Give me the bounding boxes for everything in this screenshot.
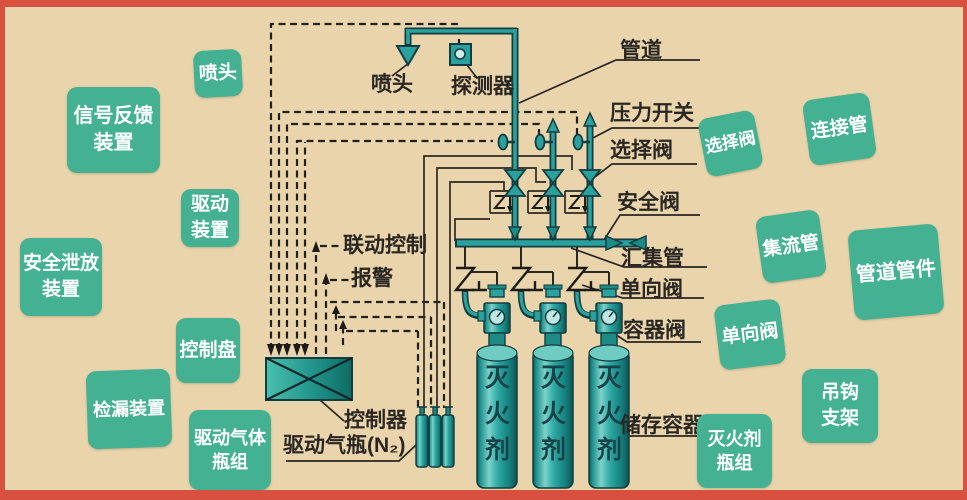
riser-safety-symbols xyxy=(492,195,586,209)
manifold-safety-valve-symbol xyxy=(605,234,624,252)
controller-label: 控制器 xyxy=(344,409,407,432)
manifold-label: 汇集管 xyxy=(621,247,684,270)
piping xyxy=(395,27,647,252)
box-connecting-pipe: 连接管 xyxy=(801,91,878,167)
detector-label: 探测器 xyxy=(451,75,514,98)
wiring-arrowheads xyxy=(267,241,347,356)
alarm-label: 报警 xyxy=(351,267,393,290)
linkage-control-label: 联动控制 xyxy=(343,234,427,257)
box-pipe-fittings: 管道管件 xyxy=(847,223,945,321)
drive-bottle-label: 驱动气瓶(N₂) xyxy=(283,434,406,457)
box-drive-device: 驱动 装置 xyxy=(181,189,239,247)
box-agent-group: 灭火剂 瓶组 xyxy=(697,414,772,488)
box-selector-valve: 选择阀 xyxy=(696,109,765,178)
box-signal-feedback: 信号反馈 装置 xyxy=(67,87,160,173)
check-valve-assemblies xyxy=(453,247,610,320)
selector-valve-label: 选择阀 xyxy=(610,139,673,162)
box-drive-gas-group: 驱动气体 瓶组 xyxy=(189,410,271,490)
box-nozzle: 喷头 xyxy=(192,48,244,99)
safety-valve-label: 安全阀 xyxy=(617,191,680,214)
pressure-switch-symbols xyxy=(497,133,590,151)
selector-valve-symbols xyxy=(503,169,602,197)
drive-gas-lines xyxy=(423,155,588,413)
agent-cylinders xyxy=(476,284,630,489)
box-leak-detector: 检漏装置 xyxy=(85,368,173,450)
check-valve-label: 单向阀 xyxy=(620,278,683,301)
agent-text-cylinder-3: 灭火剂 xyxy=(596,364,622,464)
agent-text-cylinder-2: 灭火剂 xyxy=(540,364,566,464)
box-hook-bracket: 吊钩 支架 xyxy=(802,369,878,443)
controller-symbol xyxy=(265,357,353,401)
storage-container-label: 储存容器 xyxy=(620,414,704,437)
agent-text-cylinder-1: 灭火剂 xyxy=(484,364,510,464)
nozzle-symbol xyxy=(395,45,421,67)
drive-gas-bottles xyxy=(415,406,455,468)
box-control-panel: 控制盘 xyxy=(176,318,240,383)
nozzle-label: 喷头 xyxy=(371,73,413,96)
box-manifold: 集流管 xyxy=(754,208,828,285)
label-leader-lines xyxy=(286,59,707,462)
pressure-switch-label: 压力开关 xyxy=(610,102,694,125)
container-valve-label: 容器阀 xyxy=(623,319,686,342)
pipe-label: 管道 xyxy=(620,39,662,62)
detector-symbol xyxy=(449,43,472,66)
box-check-valve: 单向阀 xyxy=(713,298,787,371)
box-safety-relief: 安全泄放 装置 xyxy=(20,238,102,316)
